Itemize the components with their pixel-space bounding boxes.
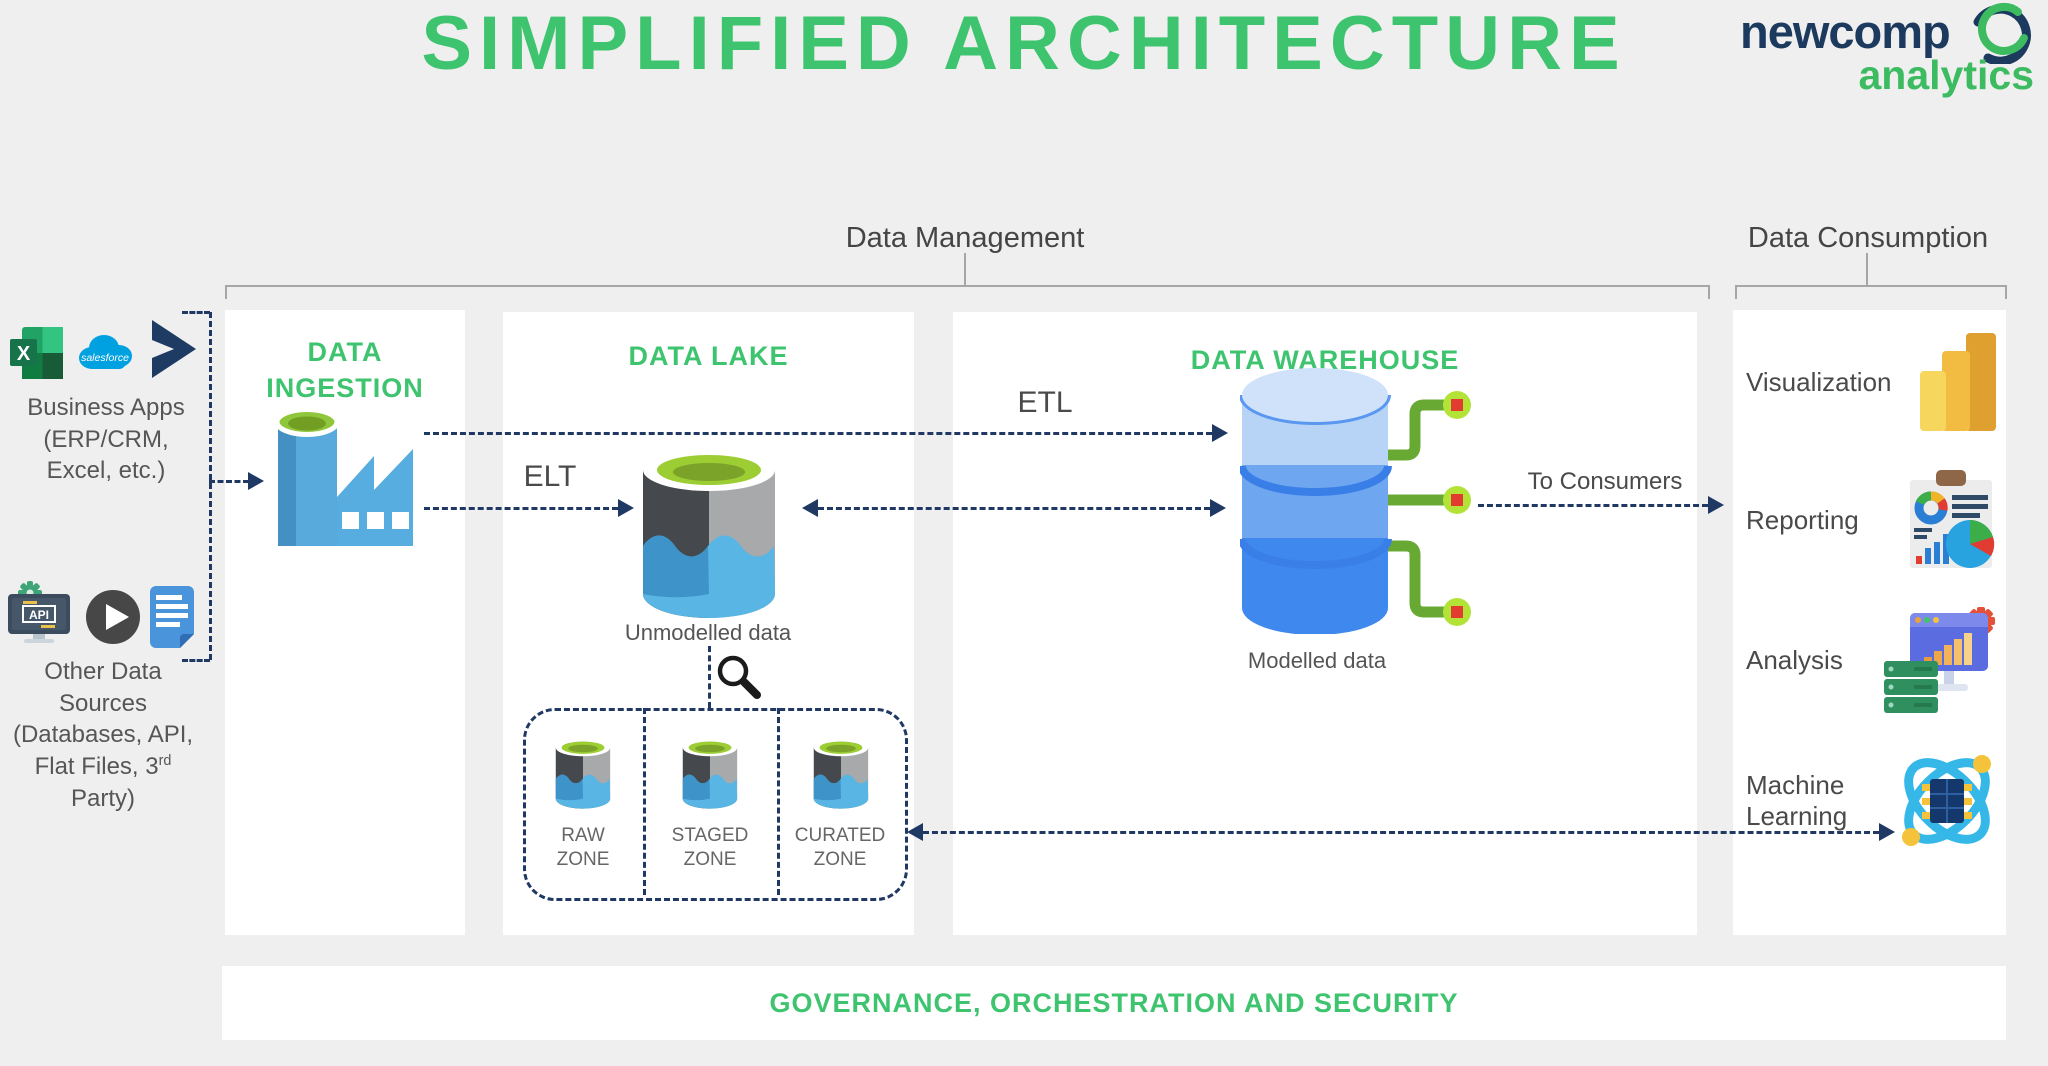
data-management-bracket-endR [1708, 285, 1710, 299]
etl-label: ETL [1017, 386, 1073, 419]
lake-warehouse-arrowhead-right [1210, 499, 1226, 517]
zone-divider-1 [643, 708, 646, 895]
reporting-label: Reporting [1746, 505, 1859, 536]
data-consumption-bracket-endR [2005, 285, 2007, 299]
other-sources-sup: rd [158, 753, 172, 770]
governance-label: GOVERNANCE, ORCHESTRATION AND SECURITY [769, 988, 1459, 1018]
elt-arrow-line [424, 507, 618, 510]
lake-caption: Unmodelled data [624, 620, 792, 645]
machine-learning-icon [1896, 748, 1998, 854]
sources-bracket-stub-bottom [182, 659, 210, 662]
consumption-row-machine-learning: Machine Learning [1746, 746, 1998, 856]
warehouse-caption: Modelled data [1247, 648, 1387, 673]
raw-zone-label: RAW ZONE [556, 825, 610, 870]
logo: newcomp analytics [1740, 2, 2040, 104]
staged-zone-cylinder-icon [682, 738, 738, 810]
etl-arrow-line [424, 432, 1212, 435]
to-consumers-line [1478, 504, 1708, 507]
data-consumption-bracket [1735, 285, 2007, 287]
salesforce-icon: salesforce [72, 330, 138, 376]
lake-warehouse-line [818, 507, 1210, 510]
ingestion-title: DATA INGESTION [266, 337, 424, 404]
consumption-row-reporting: Reporting [1746, 468, 1998, 574]
sources-to-ingestion-arrow [209, 480, 249, 483]
salesforce-wordmark: salesforce [81, 352, 129, 364]
report-icon [1906, 470, 1998, 572]
ml-curated-line [923, 831, 1879, 834]
other-sources-label: Other Data Sources (Databases, API, Flat… [0, 656, 206, 814]
other-sources-text-end: Party) [70, 784, 135, 812]
raw-zone-cylinder-icon [555, 738, 611, 810]
consumption-row-visualization: Visualization [1746, 330, 1998, 436]
curated-zone-cylinder-icon [813, 738, 869, 810]
lake-zones-box [523, 708, 908, 901]
page-title: SIMPLIFIED ARCHITECTURE [421, 1, 1627, 86]
data-consumption-label: Data Consumption [1747, 222, 1989, 254]
logo-swoosh-icon [1966, 0, 2034, 64]
ml-curated-arrowhead-right [1879, 823, 1895, 841]
data-consumption-bracket-endL [1735, 285, 1737, 299]
governance-bar [222, 966, 2006, 1040]
excel-letter: X [17, 343, 31, 365]
data-management-bracket [225, 285, 1710, 287]
other-sources-text: Other Data Sources (Databases, API, Flat… [12, 658, 194, 781]
play-icon [84, 588, 142, 646]
staged-zone-label: STAGED ZONE [671, 825, 749, 870]
power-bi-icon [1920, 333, 1998, 433]
ingestion-panel [225, 310, 465, 935]
data-management-bracket-endL [225, 285, 227, 299]
sources-bracket-line [209, 312, 212, 660]
logo-word-top: newcomp [1740, 5, 1951, 58]
data-management-bracket-tick [964, 253, 966, 285]
visualization-label: Visualization [1746, 367, 1892, 398]
ml-curated-arrowhead-left [907, 823, 923, 841]
business-apps-label: Business Apps (ERP/CRM, Excel, etc.) [27, 394, 185, 485]
etl-arrowhead [1212, 424, 1228, 442]
to-consumers-label: To Consumers [1527, 468, 1683, 495]
elt-label: ELT [523, 460, 577, 493]
analysis-label: Analysis [1746, 645, 1843, 676]
factory-icon [276, 405, 416, 550]
api-text: API [29, 608, 49, 622]
lake-zones-connector [708, 646, 711, 708]
zone-divider-2 [777, 708, 780, 895]
warehouse-database-icon [1240, 362, 1472, 634]
sources-bracket-stub-top [182, 311, 210, 314]
data-management-label: Data Management [845, 222, 1085, 254]
excel-icon: X [8, 324, 66, 382]
lake-cylinder-icon [641, 448, 777, 620]
dynamics365-icon [146, 318, 200, 382]
sources-arrowhead [248, 472, 264, 490]
document-icon [146, 584, 198, 650]
api-icon: API [6, 580, 78, 646]
lake-warehouse-arrowhead-left [802, 499, 818, 517]
analysis-icon [1884, 605, 1998, 717]
consumption-row-analysis: Analysis [1746, 602, 1998, 720]
to-consumers-arrowhead [1708, 496, 1724, 514]
lake-title: DATA LAKE [628, 341, 789, 371]
curated-zone-label: CURATED ZONE [794, 825, 886, 870]
elt-arrowhead [618, 499, 634, 517]
magnifier-icon [714, 652, 762, 700]
data-consumption-bracket-tick [1866, 253, 1868, 285]
lake-panel [503, 312, 914, 935]
logo-word-bottom: analytics [1858, 52, 2035, 98]
machine-learning-label: Machine Learning [1746, 769, 1848, 831]
